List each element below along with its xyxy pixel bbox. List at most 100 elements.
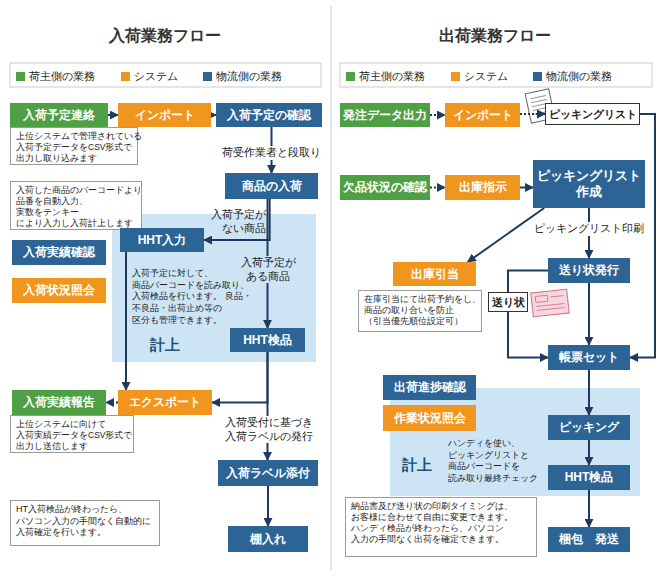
process-box: 商品の入荷 <box>225 173 318 199</box>
process-box: 欠品状況の確認 <box>340 175 430 200</box>
process-box: インポート <box>445 103 520 127</box>
note-box: 上位システムに向けて 入荷実績データをCSV形式で 出力し送信します <box>10 415 134 453</box>
node-text: 棚入れ <box>250 532 286 547</box>
legend-item: 荷主側の業務 <box>346 69 425 84</box>
flow-arrow <box>588 370 590 415</box>
node-text: 欠品状況の確認 <box>343 180 427 195</box>
legend-swatch <box>121 72 130 81</box>
node-text: 送り状 <box>492 295 525 310</box>
flow-arrow <box>430 114 445 116</box>
note-text: ハンディを使い、 ピッキングリストと 商品バーコードを 読み取り最終チェック <box>448 438 548 490</box>
flow-arrow <box>125 252 127 390</box>
panel-title: 入荷業務フロー <box>0 26 330 50</box>
flow-arrow <box>267 352 269 460</box>
process-box: 送り状発行 <box>548 258 630 283</box>
legend-text: システム <box>134 69 178 84</box>
process-box: エクスポート <box>118 390 212 415</box>
edge-label: 入荷受付に基づき 入荷ラベルの発行 <box>220 416 318 443</box>
flow-arrow <box>267 486 269 526</box>
legend-text: 荷主側の業務 <box>359 69 425 84</box>
process-box: 入荷予定の確認 <box>216 103 322 127</box>
node-text: ピッキングリスト 作成 <box>537 168 641 201</box>
legend-item: システム <box>121 69 178 84</box>
process-box: 棚入れ <box>228 526 308 552</box>
node-text: 送り状発行 <box>559 263 619 278</box>
legend-text: システム <box>464 69 508 84</box>
node-text: 帳票セット <box>559 350 619 365</box>
legend-item: システム <box>451 69 508 84</box>
node-text: 納品書及び送り状の印刷タイミングは、 お客様に合わせて自由に変更できます。 ハン… <box>351 501 531 545</box>
node-text: 出庫指示 <box>459 180 507 195</box>
flow-arrow <box>588 490 590 527</box>
node-text: インポート <box>135 108 195 123</box>
legend-item: 荷主側の業務 <box>16 69 95 84</box>
node-text: 商品の入荷 <box>242 179 302 194</box>
node-text: 出荷進捗確認 <box>394 380 466 395</box>
legend-text: 物流側の業務 <box>216 69 282 84</box>
node-text: 入荷予定連絡 <box>23 108 95 123</box>
node-text: HT入荷検品が終わったら、 パソコン入力の手間なく自動的に 入荷確定を行います。 <box>16 504 154 539</box>
legend-swatch <box>533 72 542 81</box>
process-box: 出庫引当 <box>393 262 476 286</box>
edge-label: 入荷予定が ある商品 <box>239 256 297 283</box>
legend-text: 荷主側の業務 <box>29 69 95 84</box>
process-box: ピッキング <box>548 415 630 440</box>
flow-arrow <box>212 352 268 403</box>
edge-label: 荷受作業者と段取り <box>219 146 323 160</box>
divider-line <box>331 6 332 570</box>
flow-arrow <box>588 283 590 345</box>
node-text: エクスポート <box>129 395 201 410</box>
process-box: HHT検品 <box>548 465 630 490</box>
region-title: 計上 <box>402 456 432 475</box>
process-box: 出荷進捗確認 <box>383 375 476 400</box>
node-text: 発注データ出力 <box>343 108 427 123</box>
legend-text: 物流側の業務 <box>546 69 612 84</box>
node-text: 梱包 発送 <box>559 532 619 547</box>
node-text: 上位システムに向けて 入荷実績データをCSV形式で 出力し送信します <box>16 419 128 452</box>
process-box: HHT入力 <box>120 228 204 252</box>
note-box: 納品書及び送り状の印刷タイミングは、 お客様に合わせて自由に変更できます。 ハン… <box>345 497 537 557</box>
node-text: 入荷実績報告 <box>23 395 95 410</box>
flow-arrow <box>588 440 590 465</box>
process-box: 入荷予定連絡 <box>10 103 108 127</box>
process-box: ピッキングリスト <box>545 103 640 125</box>
process-box: ピッキングリスト 作成 <box>533 160 645 208</box>
node-text: 上位システムで管理されている 入荷予定データをCSV形式で 出力し取り込みます <box>16 131 132 164</box>
process-box: 送り状 <box>488 292 528 312</box>
legend-frame <box>10 63 321 87</box>
edge-label: 入荷予定が ない商品 <box>204 208 266 235</box>
process-box: 入荷実績報告 <box>12 390 106 415</box>
legend-swatch <box>346 72 355 81</box>
process-box: 入荷実績確認 <box>12 240 106 265</box>
process-box: インポート <box>118 103 211 127</box>
legend-item: 物流側の業務 <box>203 69 282 84</box>
legend-swatch <box>16 72 25 81</box>
slip-icon <box>531 289 569 317</box>
node-text: 入荷状況照会 <box>23 283 95 298</box>
edge-label: ピッキングリスト印刷 <box>533 222 645 236</box>
legend-frame <box>340 63 652 87</box>
note-box: 上位システムで管理されている 入荷予定データをCSV形式で 出力し取り込みます <box>10 127 138 165</box>
node-text: 入荷した商品のバーコードより 品番を自動入力、実数をテンキー により入力し入荷計… <box>16 185 136 229</box>
region-fill <box>112 214 316 362</box>
process-box: 発注データ出力 <box>340 103 430 127</box>
node-text: 在庫引当にて出荷予約をし、 商品の取り合いを防止 （引当優先順位設定可） <box>364 294 476 327</box>
legend-swatch <box>203 72 212 81</box>
flow-arrow <box>508 312 548 358</box>
process-box: 帳票セット <box>548 345 630 370</box>
node-text: 作業状況照会 <box>394 411 466 426</box>
region-title: 計上 <box>150 336 180 355</box>
node-text: ピッキングリスト <box>549 107 637 122</box>
flow-arrow <box>520 113 545 115</box>
panel-title: 出荷業務フロー <box>330 26 660 50</box>
process-box: 入荷ラベル添付 <box>218 460 318 486</box>
flow-arrow <box>106 402 118 404</box>
legend-swatch <box>451 72 460 81</box>
node-text: HHT検品 <box>565 470 614 485</box>
process-box: 入荷状況照会 <box>12 278 106 303</box>
flow-arrow <box>520 187 533 189</box>
node-text: HHT入力 <box>138 233 187 248</box>
process-box: HHT検品 <box>230 328 305 352</box>
